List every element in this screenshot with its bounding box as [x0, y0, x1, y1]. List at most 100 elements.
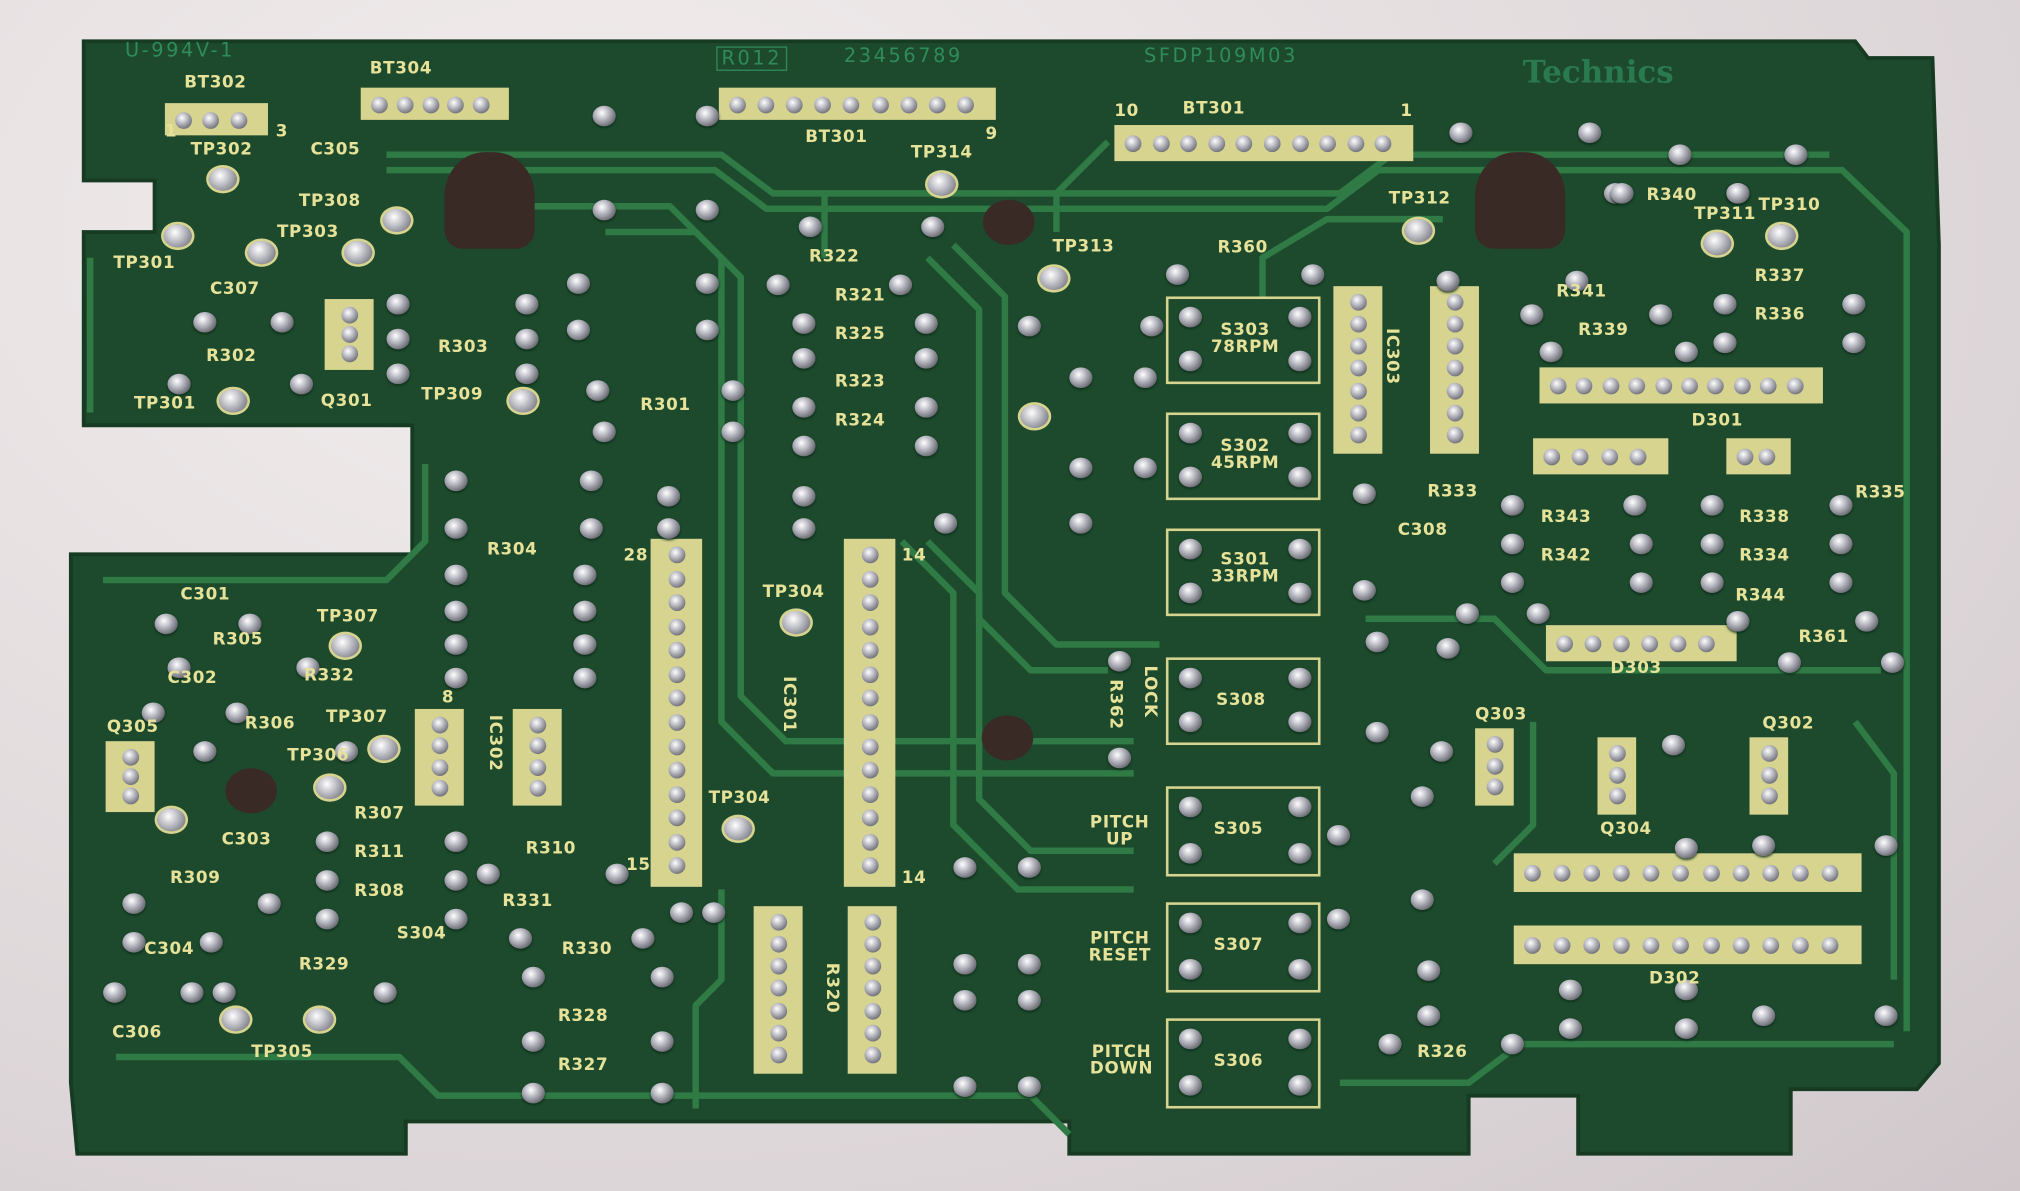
solder-pad: [1486, 736, 1504, 753]
mounting-hole: [981, 715, 1034, 761]
solder-pad: [1524, 937, 1541, 954]
test-point: [721, 814, 755, 844]
silkscreen-label-q304: Q304: [1600, 819, 1652, 840]
solder-pad: [1732, 937, 1750, 954]
solder-pad: [431, 716, 449, 734]
solder-joint: [650, 1031, 674, 1052]
test-point: [341, 238, 375, 267]
solder-joint: [650, 966, 674, 988]
solder-pad: [770, 1046, 788, 1064]
solder-pad: [864, 935, 882, 953]
silkscreen-label-r327: R327: [557, 1055, 609, 1076]
copper-trace: [1365, 615, 1881, 674]
solder-pad: [1576, 377, 1593, 395]
test-point: [1700, 229, 1735, 258]
revision-box: R012: [716, 46, 788, 71]
silkscreen-label-r325: R325: [834, 324, 886, 345]
solder-joint: [1069, 513, 1093, 534]
silkscreen-label-10: 10: [1114, 101, 1139, 122]
solder-pad: [431, 758, 449, 776]
silkscreen-label-r308: R308: [354, 881, 405, 902]
solder-joint: [798, 216, 822, 238]
solder-joint: [1178, 912, 1202, 934]
copper-trace: [1259, 215, 1443, 297]
solder-joint: [592, 105, 616, 127]
silkscreen-label-lock: LOCK: [1139, 665, 1160, 718]
solder-pad: [668, 761, 686, 779]
solder-pad: [1291, 135, 1309, 153]
solder-pad: [1446, 315, 1464, 333]
solder-joint: [1784, 144, 1808, 165]
solder-joint: [444, 600, 468, 622]
silkscreen-label-tp304: TP304: [708, 788, 771, 809]
solder-pad: [422, 96, 439, 113]
solder-joint: [1842, 293, 1866, 315]
solder-pad: [1375, 135, 1392, 153]
solder-joint: [270, 311, 294, 333]
solder-joint: [605, 863, 629, 885]
silkscreen-label-r338: R338: [1739, 507, 1790, 528]
solder-joint: [1178, 667, 1202, 689]
silkscreen-label-r309: R309: [170, 868, 221, 889]
solder-joint: [225, 702, 249, 724]
solder-pad: [668, 666, 686, 683]
solder-pad: [864, 958, 882, 975]
solder-joint: [1107, 650, 1132, 672]
silkscreen-label-r329: R329: [298, 955, 350, 975]
solder-pad: [1553, 937, 1571, 954]
solder-pad: [668, 546, 686, 564]
solder-joint: [592, 199, 616, 221]
solder-joint: [444, 667, 468, 689]
test-point: [244, 238, 279, 267]
silkscreen-label-s301-33rpm: S301 33RPM: [1211, 550, 1280, 587]
solder-joint: [888, 274, 913, 296]
silkscreen-label-1: 1: [1400, 101, 1413, 122]
silkscreen-label-bt301: BT301: [805, 127, 868, 147]
test-point: [367, 734, 401, 764]
solder-pad: [1350, 426, 1367, 444]
solder-pad: [861, 618, 879, 636]
solder-joint: [573, 667, 597, 689]
solder-pad: [861, 857, 879, 875]
solder-joint: [296, 657, 320, 679]
solder-pad: [1600, 448, 1618, 466]
solder-joint: [167, 657, 191, 679]
solder-pad: [770, 958, 788, 975]
test-point: [328, 631, 363, 660]
solder-joint: [1288, 538, 1312, 560]
test-point: [206, 164, 240, 194]
silkscreen-label-tp308: TP308: [298, 192, 361, 212]
copper-trace: [925, 539, 1134, 854]
copper-traces: [86, 139, 1910, 1137]
test-point: [302, 1005, 337, 1034]
solder-pad: [668, 738, 686, 755]
solder-joint: [1178, 538, 1202, 560]
solder-pad: [786, 96, 803, 113]
test-point: [219, 1005, 253, 1034]
solder-joint: [1526, 603, 1550, 624]
solder-pad: [1486, 757, 1504, 775]
board-part-number: U-994V-1: [124, 38, 235, 62]
switch-outline: [1165, 657, 1321, 746]
silkscreen-label-9: 9: [985, 125, 998, 145]
solder-pad: [861, 761, 879, 779]
silkscreen-label-r332: R332: [304, 666, 355, 686]
test-point: [216, 386, 250, 416]
solder-joint: [289, 373, 314, 395]
silkscreen-label-r304: R304: [486, 540, 538, 560]
solder-joint: [212, 982, 236, 1003]
solder-pad: [861, 785, 879, 803]
silkscreen-label-r335: R335: [1855, 483, 1906, 503]
solder-joint: [1610, 183, 1634, 204]
solder-pad: [1654, 377, 1672, 395]
solder-joint: [515, 293, 539, 315]
silkscreen-label-r339: R339: [1578, 320, 1629, 341]
silkscreen-label-tp301: TP301: [133, 394, 196, 414]
silkscreen-label-tp307: TP307: [316, 607, 379, 627]
silkscreen-label-r320: R320: [822, 962, 842, 1014]
silkscreen-label-c306: C306: [112, 1023, 162, 1043]
solder-pad: [1583, 937, 1601, 954]
solder-pad: [1760, 377, 1777, 395]
solder-pad: [1609, 745, 1626, 762]
